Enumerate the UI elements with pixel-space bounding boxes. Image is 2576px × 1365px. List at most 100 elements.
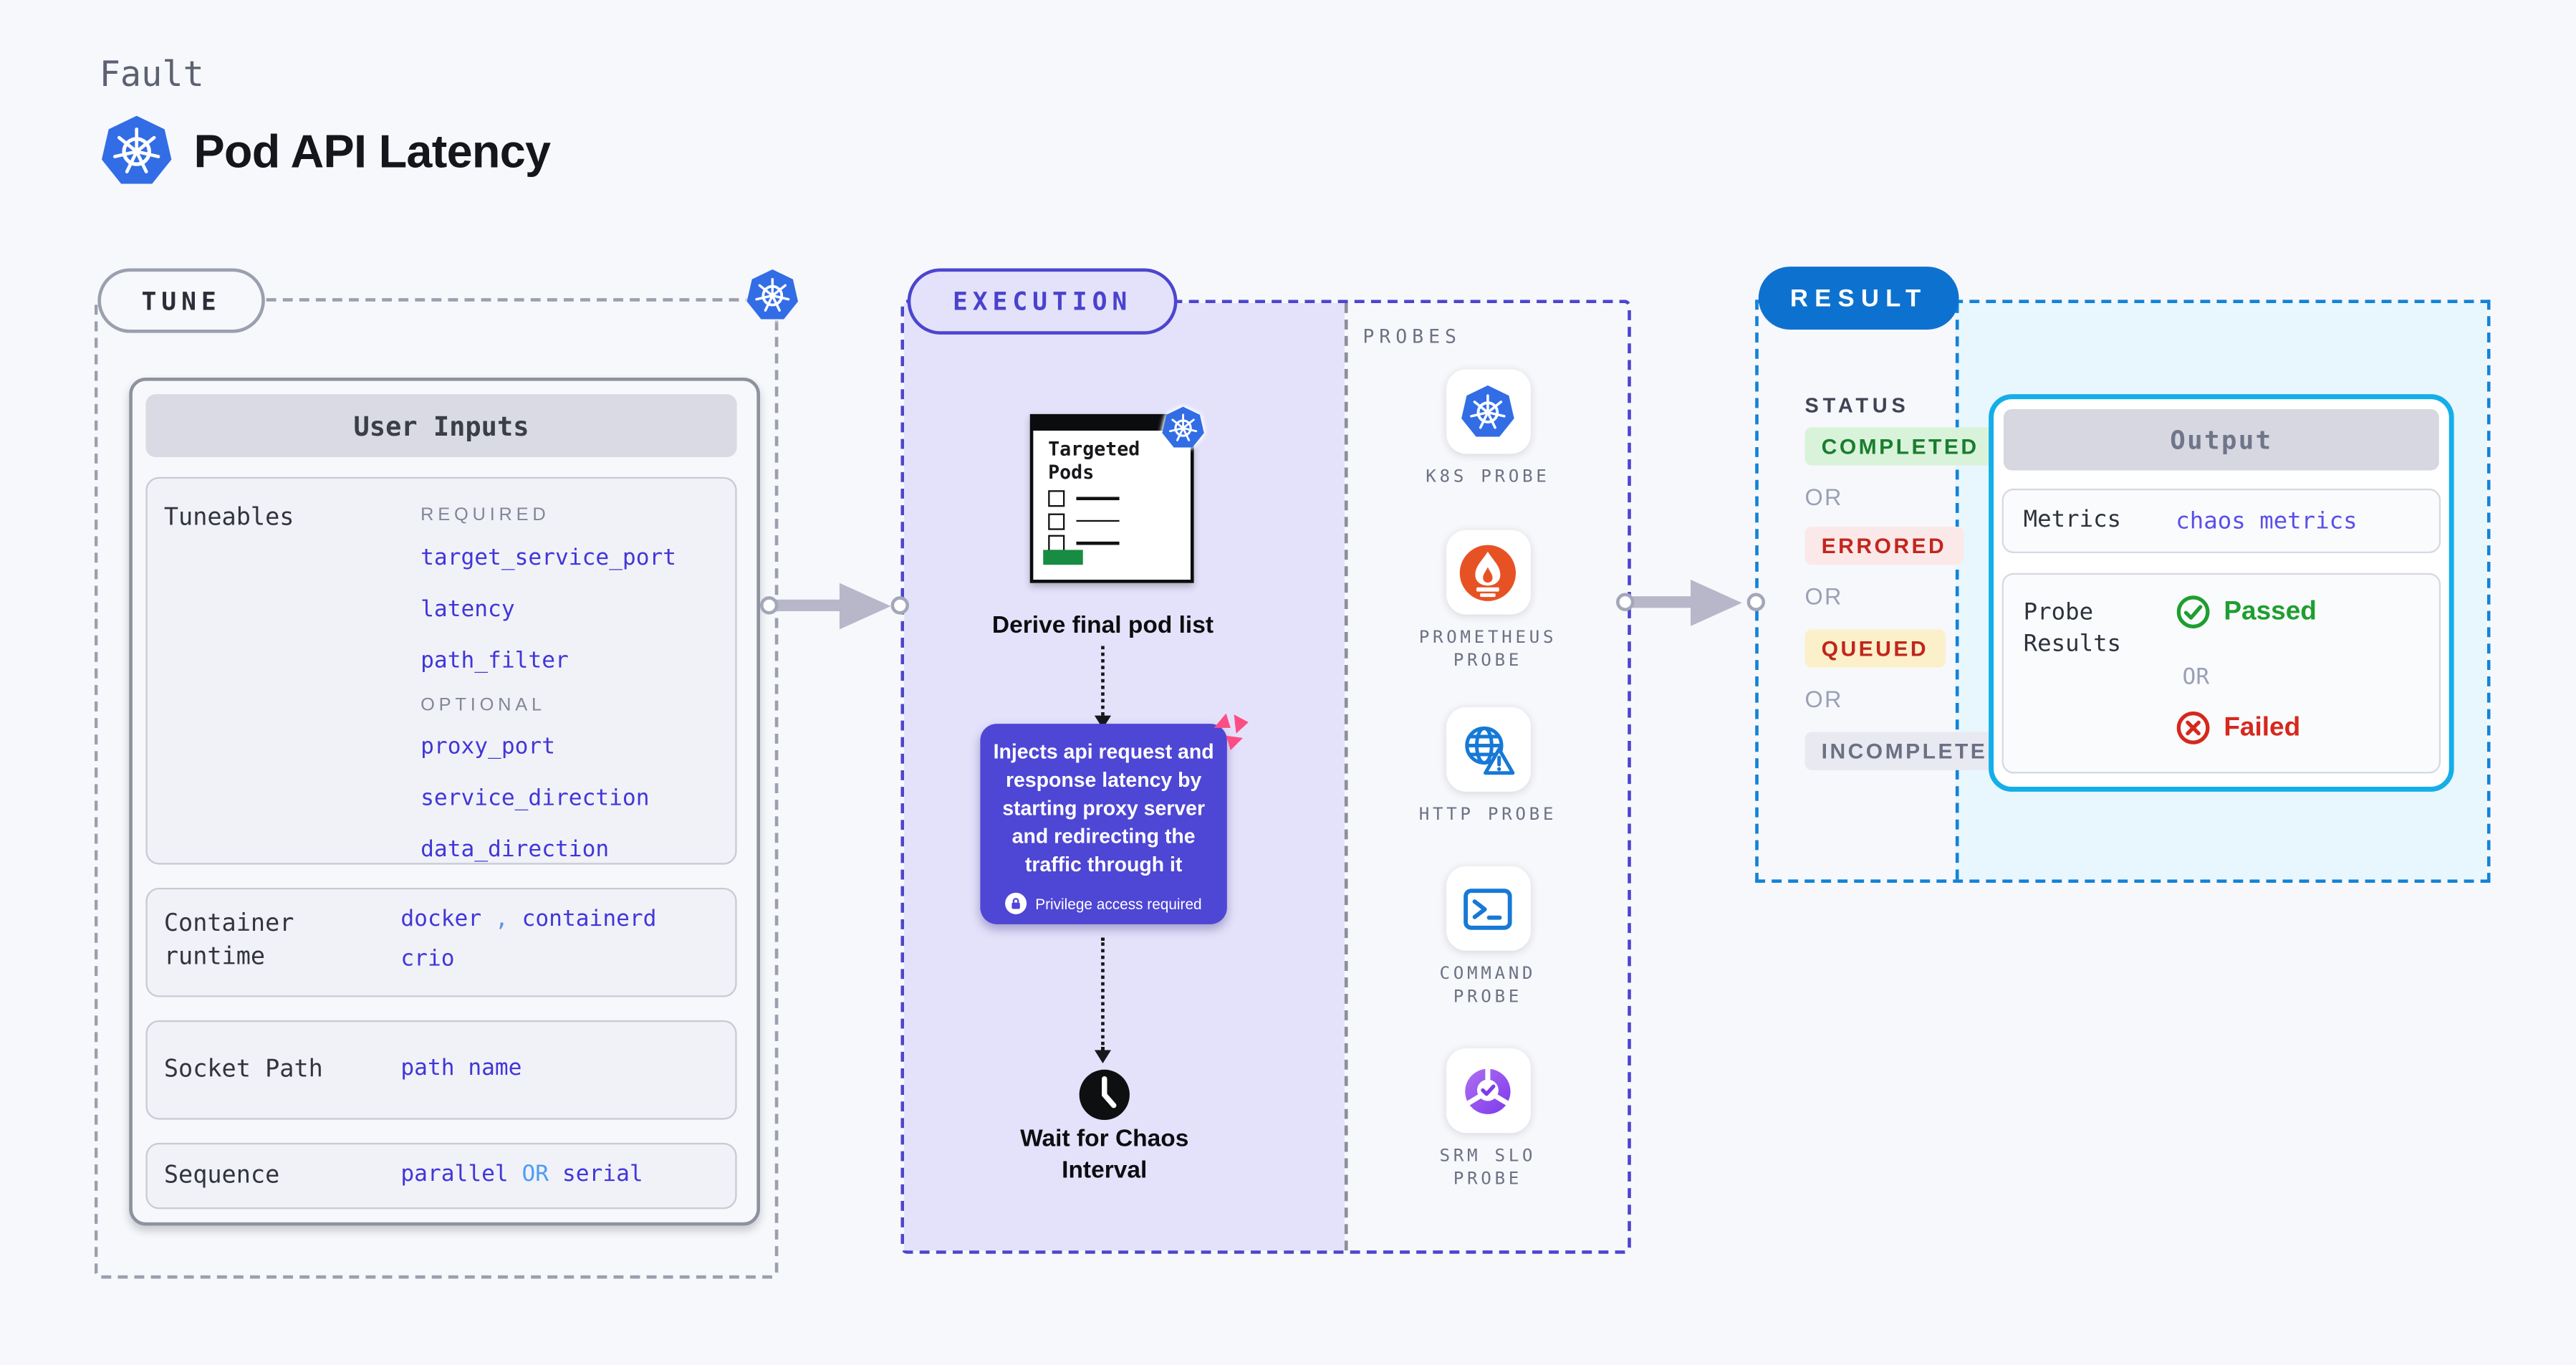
status-or: OR — [1804, 483, 1843, 510]
result-pill: RESULT — [1758, 267, 1959, 330]
probe-label: K8S PROBE — [1426, 466, 1550, 487]
check-circle-icon — [2176, 595, 2211, 630]
runtime-value: crio — [400, 945, 455, 972]
runtime-value: containerd — [522, 906, 657, 933]
probe-card-command — [1445, 866, 1530, 951]
kubernetes-icon — [745, 268, 799, 322]
probe-label: COMMAND PROBE — [1439, 964, 1537, 1007]
inject-text: Injects api request and response latency… — [993, 740, 1214, 876]
probe-label: SRM SLO PROBE — [1439, 1146, 1537, 1189]
tuneable-value: data_direction — [420, 836, 610, 863]
probe-card-http — [1445, 707, 1530, 792]
connector-dot — [1746, 593, 1766, 611]
passed-result: Passed — [2176, 595, 2317, 630]
x-circle-icon — [2176, 711, 2211, 746]
tuneable-value: path_filter — [420, 647, 569, 674]
chaos-icon — [1207, 709, 1251, 753]
socket-path-label: Socket Path — [163, 1056, 323, 1083]
optional-heading: OPTIONAL — [420, 695, 546, 716]
probes-panel: PROBES K8S PROBE PROMETHEUS PROBE HTTP P… — [1344, 303, 1628, 1251]
targeted-pods-card: Targeted Pods — [1029, 414, 1194, 583]
tuneable-value: proxy_port — [420, 733, 556, 760]
fault-kicker: Fault — [99, 54, 204, 95]
tuneables-row: Tuneables REQUIRED target_service_port l… — [145, 476, 737, 865]
probe-results-row: Probe Results Passed OR Failed — [2001, 573, 2441, 774]
slo-donut-icon — [1456, 1059, 1519, 1122]
derive-caption: Derive final pod list — [991, 613, 1214, 640]
lock-icon — [1005, 892, 1027, 914]
user-inputs-title: User Inputs — [145, 394, 737, 457]
checkbox-icon — [1048, 512, 1065, 530]
connector-line — [774, 599, 845, 611]
pod-checklist — [1048, 490, 1120, 557]
flow-dotted-line — [1101, 646, 1105, 716]
tuneables-values: REQUIRED target_service_port latency pat… — [420, 479, 676, 863]
clock-icon — [1078, 1068, 1131, 1121]
failed-label: Failed — [2224, 713, 2301, 742]
card-top-bar — [1032, 416, 1191, 431]
probe-card-prometheus — [1445, 530, 1530, 615]
socket-path-value: path name — [400, 1055, 522, 1082]
output-title: Output — [2003, 408, 2439, 471]
metrics-label: Metrics — [2023, 507, 2122, 534]
checkbox-icon — [1048, 490, 1065, 507]
tuneable-value: latency — [420, 596, 515, 623]
container-runtime-values: docker , containerd crio — [400, 906, 656, 972]
kubernetes-icon — [100, 114, 174, 188]
checkbox-icon — [1048, 535, 1065, 552]
flow-dotted-line — [1101, 937, 1105, 1050]
container-runtime-row: Container runtime docker , containerd cr… — [145, 887, 737, 997]
failed-result: Failed — [2176, 711, 2300, 746]
probe-results-label: Probe Results — [2023, 599, 2122, 658]
privilege-note: Privilege access required — [980, 892, 1226, 914]
probe-label: HTTP PROBE — [1418, 805, 1557, 825]
tuneable-value: service_direction — [420, 785, 650, 812]
sequence-label: Sequence — [163, 1162, 280, 1189]
page-title: Pod API Latency — [193, 125, 551, 178]
metrics-row: Metrics chaos metrics — [2001, 488, 2441, 554]
status-or: OR — [1804, 685, 1843, 712]
status-badge: QUEUED — [1804, 629, 1946, 668]
privilege-note-text: Privilege access required — [1035, 895, 1202, 912]
wait-caption: Wait for Chaos Interval — [1020, 1126, 1189, 1184]
terminal-icon — [1458, 878, 1517, 938]
connector-arrowhead — [839, 583, 891, 630]
output-or: OR — [2182, 664, 2210, 691]
status-or: OR — [1804, 583, 1843, 610]
list-line — [1076, 519, 1120, 523]
list-line — [1076, 542, 1120, 545]
status-heading: STATUS — [1804, 394, 1910, 418]
runtime-separator: , — [494, 906, 509, 933]
kubernetes-icon — [1460, 383, 1517, 440]
tune-pill: TUNE — [97, 268, 265, 333]
runtime-value: docker — [400, 906, 482, 933]
inject-description-box: Injects api request and response latency… — [980, 724, 1227, 924]
sequence-row: Sequence parallel OR serial — [145, 1142, 737, 1210]
sequence-option: serial — [562, 1161, 643, 1188]
container-runtime-label: Container runtime — [163, 911, 294, 971]
targeted-pods-title: Targeted Pods — [1048, 437, 1140, 483]
probe-card-k8s — [1445, 369, 1530, 454]
progress-bar — [1043, 550, 1083, 565]
connector-line — [1633, 596, 1696, 608]
sequence-option: parallel — [400, 1161, 509, 1188]
passed-label: Passed — [2224, 597, 2317, 626]
probe-card-srm-slo — [1445, 1048, 1530, 1134]
status-badge: COMPLETED — [1804, 427, 1996, 466]
status-badge: INCOMPLETED — [1804, 732, 2022, 770]
sequence-or: OR — [522, 1161, 549, 1188]
probes-heading: PROBES — [1363, 325, 1462, 348]
tune-section — [94, 298, 779, 1279]
list-line — [1076, 497, 1120, 500]
probe-label: PROMETHEUS PROBE — [1418, 628, 1557, 671]
execution-pill: EXECUTION — [907, 268, 1178, 335]
prometheus-icon — [1458, 542, 1517, 602]
status-badge: ERRORED — [1804, 527, 1964, 565]
kubernetes-icon — [1160, 406, 1205, 450]
tuneable-value: target_service_port — [420, 545, 677, 572]
connector-dot — [1616, 593, 1635, 611]
socket-path-row: Socket Path path name — [145, 1020, 737, 1120]
globe-alert-icon — [1458, 719, 1517, 779]
connector-dot — [890, 596, 910, 615]
